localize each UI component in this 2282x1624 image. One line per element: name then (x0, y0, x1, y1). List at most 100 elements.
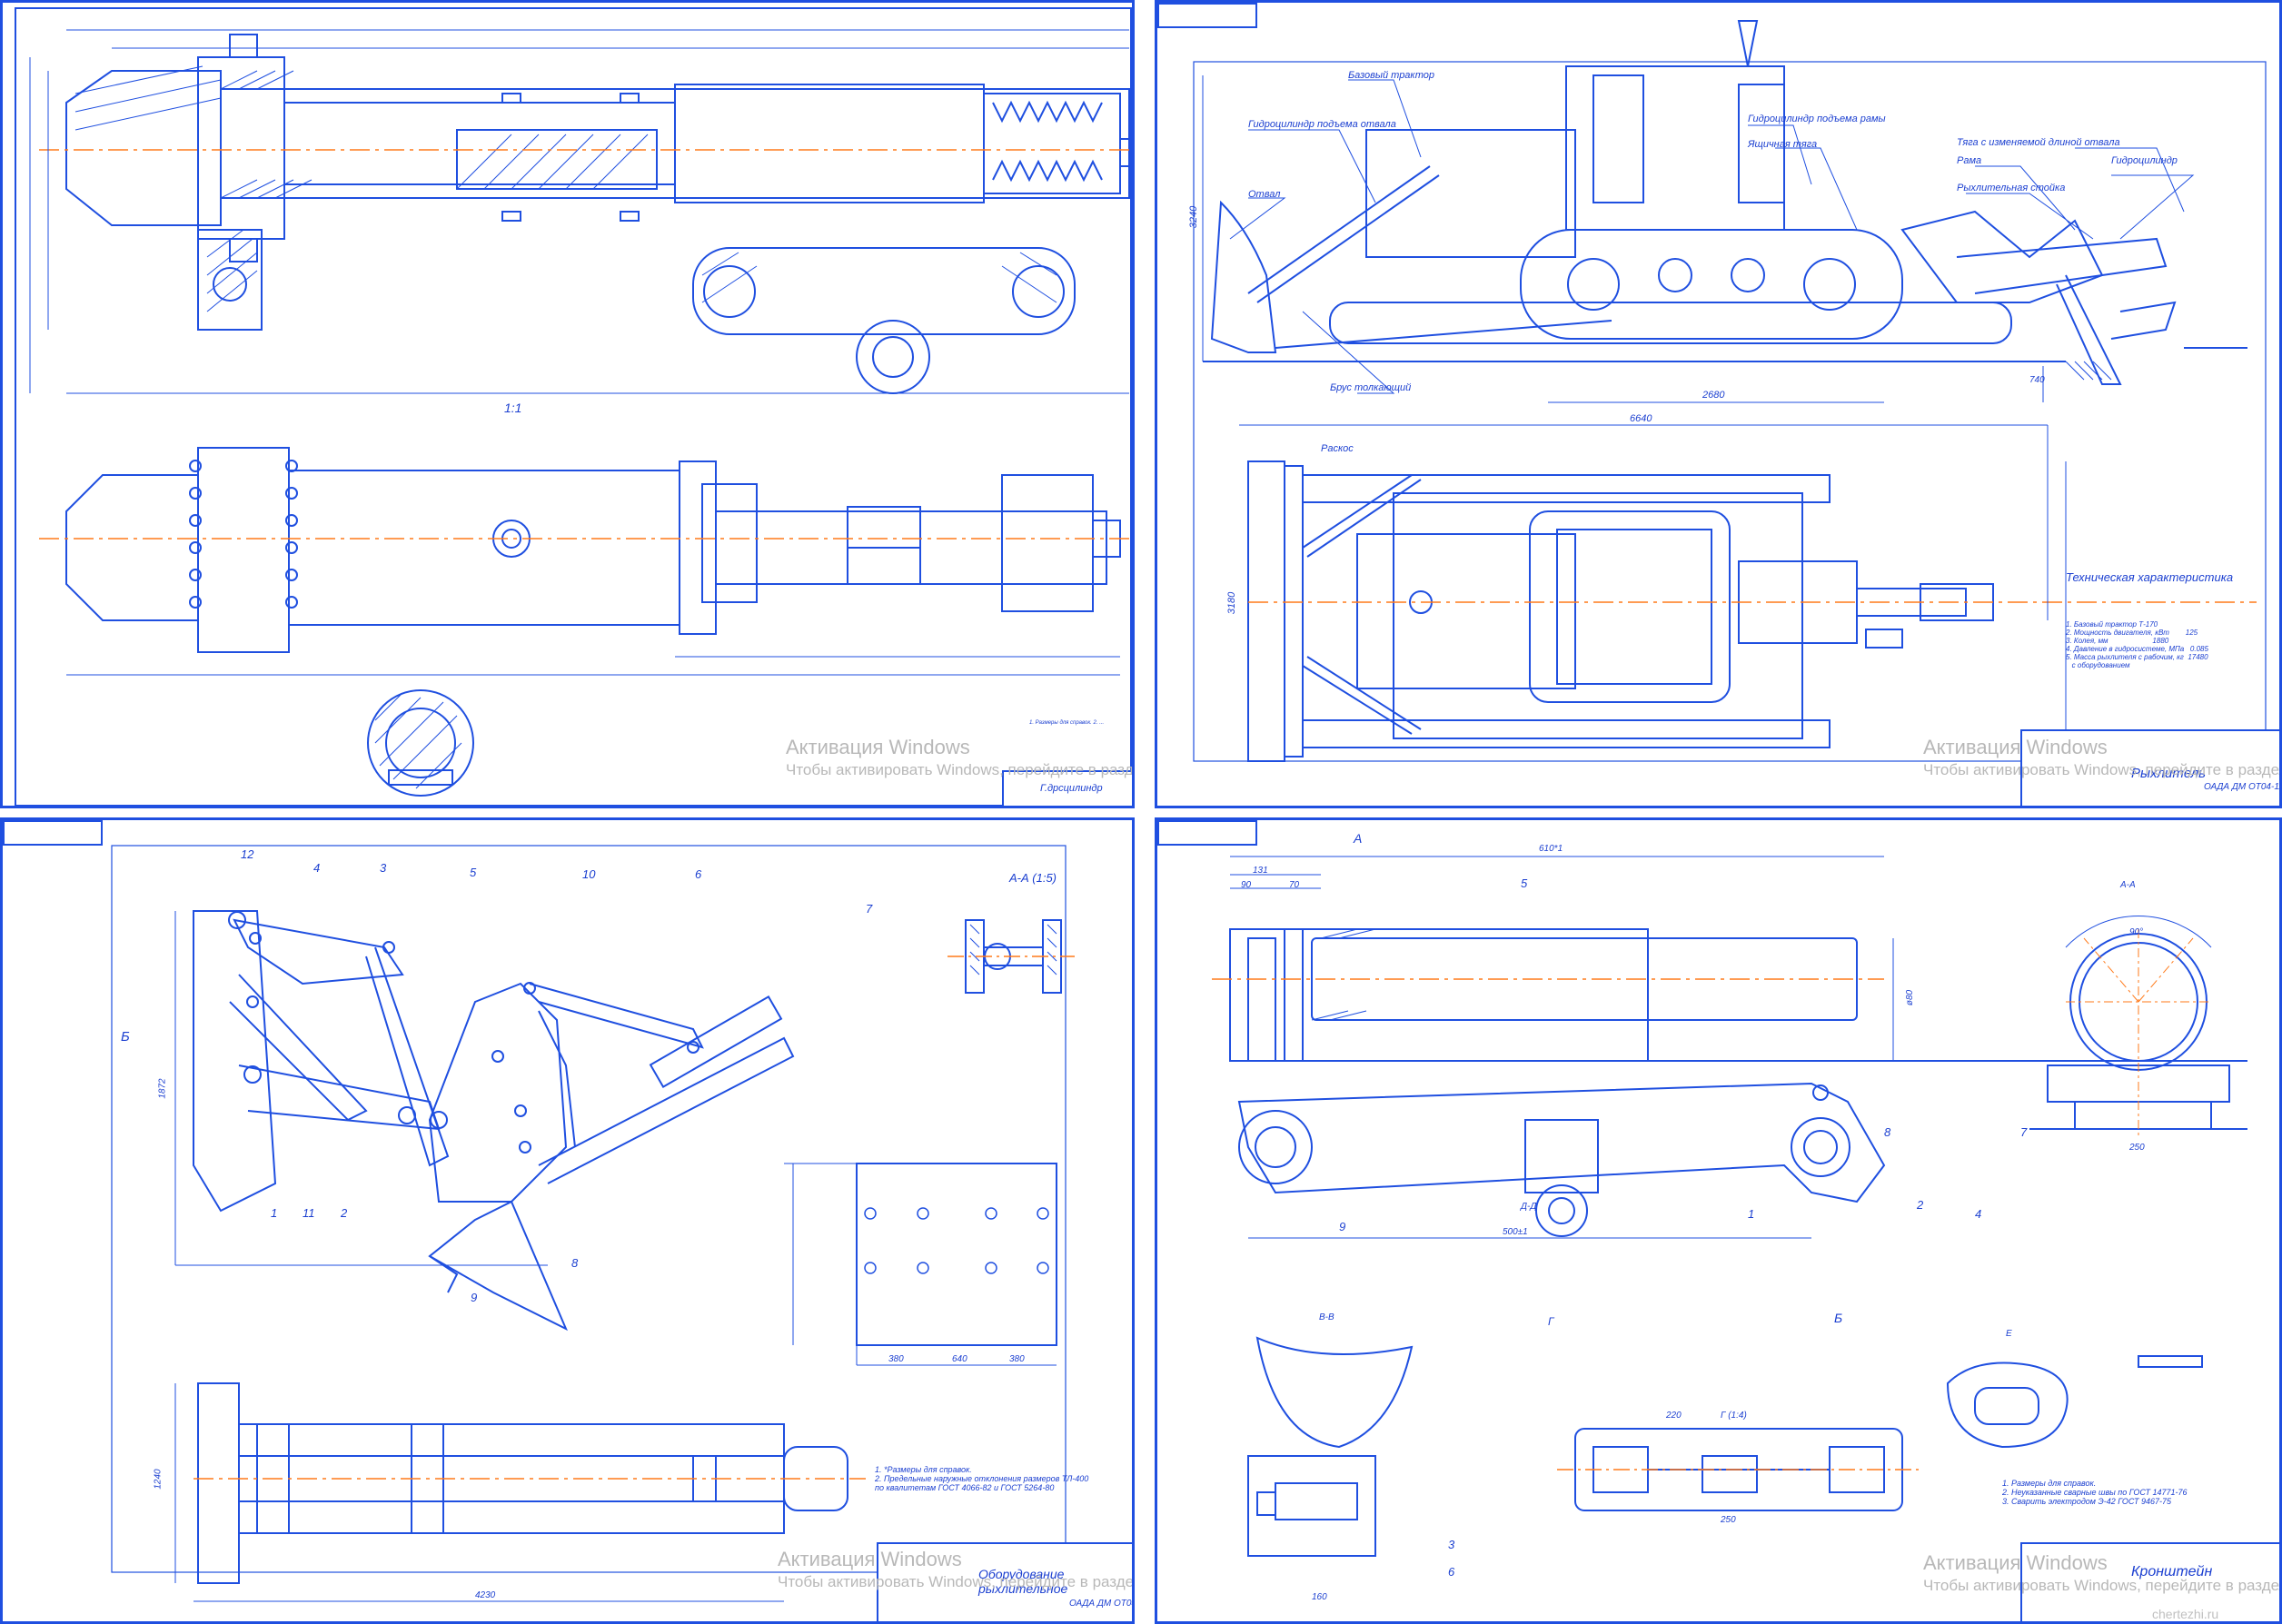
dim: 131 (1253, 866, 1268, 876)
notes: 1. *Размеры для справок. 2. Предельные н… (875, 1465, 1088, 1492)
tech-spec-line: 5. Масса рыхлителя с рабочим, кг 17480 (2066, 653, 2208, 661)
sheet-bracket: А Б В-В Г (1:4) Д-Д А-А Е Г 5 8 2 1 9 7 … (1155, 817, 2282, 1624)
view-label: А (1354, 831, 1363, 846)
note-line: 3. Сварить электродом Э-42 ГОСТ 9467-75 (2002, 1497, 2172, 1506)
view-label: Г (1:4) (1721, 1411, 1747, 1421)
dim: 220 (1666, 1411, 1682, 1421)
note-line: 2. Предельные наружные отклонения размер… (875, 1474, 1089, 1483)
callout-ripper-shank: Рыхлительная стойка (1957, 183, 2066, 193)
dim-depth: 740 (2029, 375, 2045, 385)
equipment-drawing (111, 845, 1075, 1602)
tech-spec-line: 3. Колея, мм 1880 (2066, 637, 2169, 645)
dim-plate: 640 (952, 1354, 967, 1364)
note-line: 1. Размеры для справок. (2002, 1479, 2097, 1488)
note-line: 2. Неуказанные сварные швы по ГОСТ 14771… (2002, 1488, 2188, 1497)
view-label-aa: А-А (1:5) (1009, 871, 1057, 885)
callout-base-tractor: Базовый трактор (1348, 70, 1435, 81)
cylinder-drawing (15, 7, 1132, 806)
callout-blade-cylinder: Гидроцилиндр подъема отвала (1248, 119, 1396, 130)
dim-base: 2680 (1702, 390, 1725, 401)
sheet-ripper: Базовый трактор Гидроцилиндр подъема отв… (1155, 0, 2282, 808)
drawing-title: Оборудование рыхлительное (978, 1567, 1068, 1596)
drawing-title: Рыхлитель (2131, 766, 2207, 781)
callout-brace: Раскос (1321, 443, 1354, 454)
tech-spec-line: 1. Базовый трактор Т-170 (2066, 620, 2158, 629)
drawing-title: Кронштейн (2131, 1564, 2213, 1579)
bracket-drawing (1212, 856, 2247, 1557)
balloon: 9 (471, 1291, 478, 1304)
note-line: по квалитетам ГОСТ 4066-82 и ГОСТ 5264-8… (875, 1483, 1055, 1492)
corner-tab (1157, 3, 1257, 28)
view-label: Е (2006, 1329, 2012, 1339)
balloon: 6 (695, 867, 702, 881)
dim: 70 (1289, 880, 1300, 890)
dim-angle: 90° (2129, 927, 2144, 937)
view-label: А-А (2120, 880, 2136, 890)
balloon: 12 (241, 847, 254, 861)
callout-box-link: Ящичная тяга (1748, 139, 1818, 150)
callout-variable-link: Тяга с изменяемой длиной отвала (1957, 137, 2120, 148)
dim-length: 610*1 (1539, 844, 1563, 854)
callout-frame: Рама (1957, 155, 1982, 166)
dim-width: 1240 (153, 1469, 164, 1490)
view-label: В-В (1319, 1312, 1334, 1322)
section-label: 1:1 (504, 401, 522, 415)
callout-push-beam: Брус толкающий (1330, 382, 1412, 393)
dim: 90 (1241, 880, 1252, 890)
dim-height: 1872 (157, 1078, 168, 1099)
note-line: 1. *Размеры для справок. (875, 1465, 972, 1474)
dim-plate: 380 (1009, 1354, 1025, 1364)
balloon: 7 (866, 902, 873, 916)
balloon: 7 (2020, 1125, 2028, 1139)
view-label: Г (1548, 1315, 1554, 1328)
title-block: Рыхлитель ОАДА ДМ ОТ04-11 (2020, 729, 2282, 806)
balloon: 4 (313, 861, 321, 875)
balloon: 5 (470, 866, 477, 879)
dim-plate: 380 (888, 1354, 904, 1364)
balloon: 1 (271, 1206, 278, 1220)
dim: 250 (1721, 1515, 1736, 1525)
dim-dia: ø80 (1905, 989, 1916, 1006)
drawing-code: ОАДА ДМ ОТ04-11 (2204, 782, 2282, 792)
balloon: 1 (1748, 1207, 1755, 1221)
balloon: 2 (1917, 1198, 1924, 1212)
corner-tab (3, 820, 103, 846)
callout-frame-cylinder: Гидроцилиндр подъема рамы (1748, 114, 1886, 124)
sheet-cylinder: 1:1 1. Размеры для справок. 2. ... Г.дрc… (0, 0, 1135, 808)
tech-spec-line: 2. Мощность двигателя, кВт 125 (2066, 629, 2198, 637)
corner-tab (1157, 820, 1257, 846)
balloon: 9 (1339, 1220, 1346, 1233)
tech-spec-title: Техническая характеристика (2066, 570, 2234, 584)
dim-length: 6640 (1630, 413, 1652, 424)
view-label-b: Б (121, 1029, 130, 1045)
notes: 1. Размеры для справок. 2. Неуказанные с… (2002, 1479, 2188, 1506)
balloon: 11 (303, 1206, 315, 1220)
balloon: 4 (1975, 1207, 1982, 1221)
title-block: Г.дрcцилиндр (1002, 770, 1132, 806)
dim-width: 3180 (1226, 591, 1238, 615)
view-label: Б (1834, 1311, 1843, 1325)
dim-height: 3240 (1188, 205, 1200, 229)
balloon: 8 (571, 1256, 579, 1270)
balloon: 3 (380, 861, 387, 875)
tech-spec-line: с оборудованием (2066, 661, 2130, 669)
notes: 1. Размеры для справок. 2. ... (1029, 720, 1105, 726)
dim: 250 (2129, 1143, 2145, 1153)
sheet-equipment: А-А (1:5) Б 12 4 3 5 10 6 7 1 11 2 8 9 1… (0, 817, 1135, 1624)
balloon: 5 (1521, 876, 1528, 890)
drawing-code: ОАДА ДМ ОТ04-11 (1069, 1599, 1132, 1609)
title-block: Оборудование рыхлительное ОАДА ДМ ОТ04-1… (877, 1542, 1132, 1621)
balloon: 10 (582, 867, 596, 881)
callout-cylinder: Гидроцилиндр (2111, 155, 2178, 166)
dim-length: 4230 (475, 1590, 496, 1600)
callout-blade: Отвал (1248, 189, 1281, 200)
drawing-title: Г.дрcцилиндр (1040, 783, 1103, 794)
site-watermark: chertezhi.ru (2152, 1607, 2219, 1621)
ripper-drawing (1193, 20, 2267, 762)
dim-span: 500±1 (1503, 1227, 1528, 1237)
tech-spec: Техническая характеристика 1. Базовый тр… (2066, 570, 2266, 669)
